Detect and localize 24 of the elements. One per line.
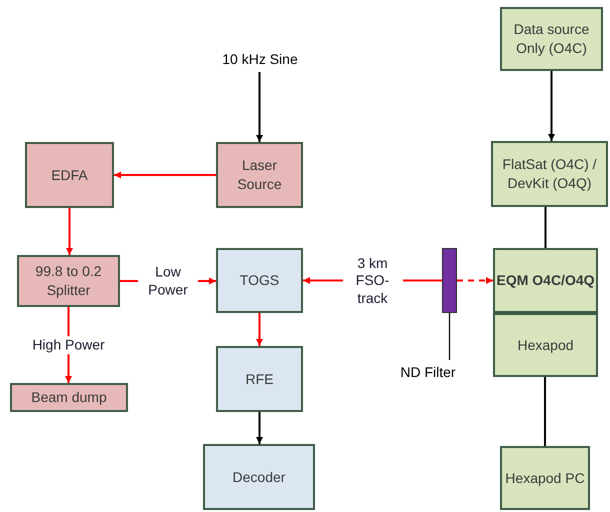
- process-box: TOGS: [216, 248, 303, 313]
- arrow: [256, 412, 263, 444]
- process-box: FlatSat (O4C) / DevKit (O4Q): [491, 141, 608, 207]
- process-box: Decoder: [203, 444, 315, 510]
- process-box: Beam dump: [10, 383, 128, 412]
- filter-bar: [442, 248, 457, 313]
- arrow: [256, 72, 263, 142]
- signal-label: ND Filter: [383, 360, 473, 384]
- signal-label: 10 kHz Sine: [200, 46, 320, 72]
- process-box: Hexapod PC: [500, 446, 590, 510]
- arrow: [66, 208, 73, 255]
- process-box: Data source Only (O4C): [500, 7, 603, 71]
- process-box: Hexapod: [493, 313, 598, 377]
- arrow: [114, 172, 216, 178]
- arrow: [256, 313, 263, 346]
- process-box: RFE: [216, 346, 303, 412]
- process-box: 99.8 to 0.2 Splitter: [17, 255, 120, 307]
- leader-line: [448, 313, 450, 360]
- edge-label: High Power: [31, 336, 106, 354]
- process-box: EQM O4C/O4Q: [493, 248, 598, 313]
- arrow: [457, 277, 493, 284]
- process-box: Laser Source: [216, 142, 303, 208]
- arrow: [548, 71, 555, 141]
- process-box: EDFA: [25, 142, 114, 208]
